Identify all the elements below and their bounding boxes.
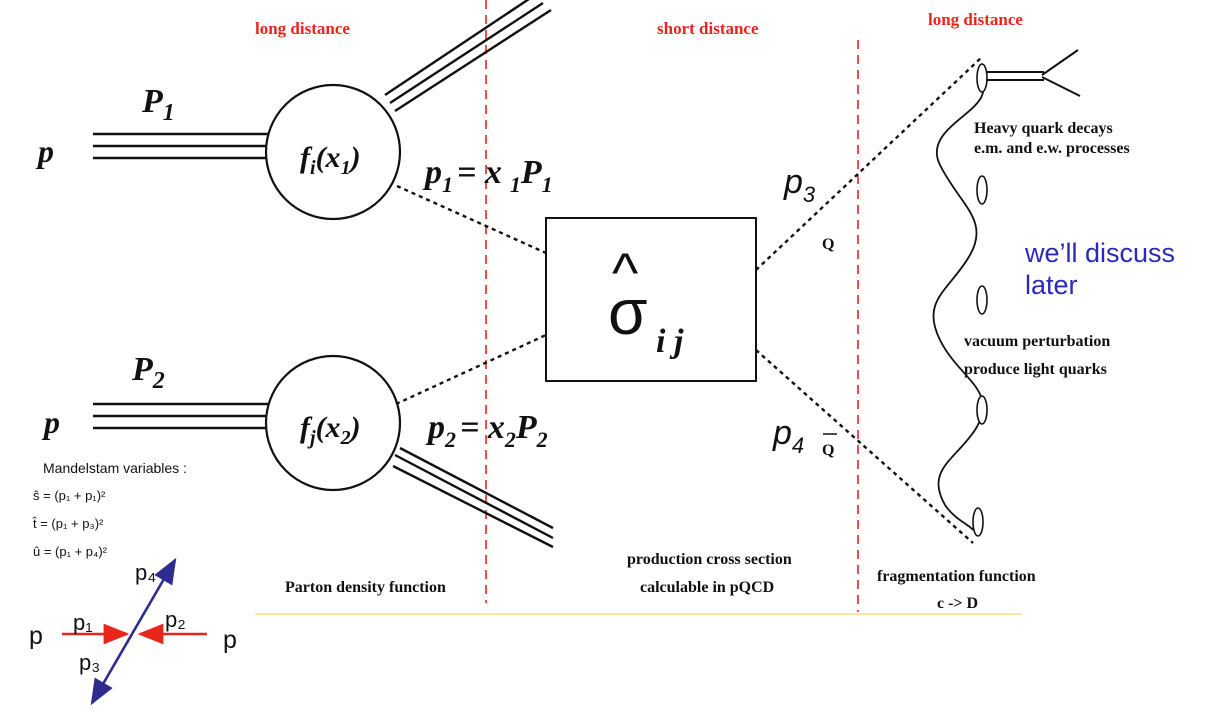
mandelstam-title: Mandelstam variables : — [43, 460, 187, 476]
caption-production-1: production cross section — [627, 551, 792, 568]
pdf-label-top: fi(x1) — [300, 141, 361, 179]
caption-parton-density: Parton density function — [285, 579, 446, 596]
caption-fragmentation-1: fragmentation function — [877, 568, 1036, 585]
quark-label-Q: Q — [822, 236, 834, 253]
kinematic-label-p4: p₄ — [135, 560, 156, 585]
discuss-later-note-1: we’ll discuss — [1024, 238, 1175, 268]
kinematic-p-right: p — [223, 626, 237, 654]
heavy-decay-text-1: Heavy quark decays — [974, 120, 1113, 137]
vacuum-text-1: vacuum perturbation — [964, 333, 1110, 350]
proton-label-top: p — [35, 133, 54, 169]
discuss-later-note-2: later — [1025, 270, 1078, 300]
momentum-label-p3: p3 — [783, 163, 816, 207]
parton-line-1 — [396, 184, 547, 255]
pdf-blob-top — [264, 83, 402, 221]
cross-section-symbol: σ — [608, 276, 648, 348]
kinematic-label-p1: p₁ — [73, 610, 93, 635]
outgoing-quark-line — [755, 56, 983, 271]
cross-section-hat: ^ — [612, 241, 638, 304]
outgoing-antiquark-line — [755, 349, 974, 544]
momentum-label-P2: P2 — [131, 351, 165, 394]
decay-fork — [986, 49, 1081, 97]
caption-production-2: calculable in pQCD — [640, 579, 774, 596]
region-label-right: long distance — [928, 10, 1023, 29]
kinematic-arrow-p3 — [90, 633, 134, 706]
hard-process-box — [545, 217, 757, 382]
mandelstam-s: ŝ = (p₁ + p₁)² — [33, 488, 106, 503]
parton-line-2 — [395, 333, 547, 406]
caption-fragmentation-2: c -> D — [937, 595, 978, 612]
kinematic-label-p2: p₂ — [165, 607, 186, 632]
region-label-left: long distance — [255, 19, 350, 38]
pdf-label-bottom: fj(x2) — [300, 411, 361, 449]
kinematic-label-p3: p₃ — [79, 650, 100, 675]
antiquark-label-Qbar: Q — [822, 442, 834, 459]
pdf-blob-bottom — [264, 354, 402, 492]
mandelstam-t: t̂ = (p₁ + p₃)² — [32, 516, 104, 531]
remnant-bottom — [392, 446, 554, 549]
momentum-label-p4: p4 — [772, 414, 804, 458]
kinematic-arrow-p4 — [130, 557, 177, 635]
string-knots — [972, 63, 988, 537]
heavy-decay-text-2: e.m. and e.w. processes — [974, 140, 1130, 157]
kinematic-p-left: p — [29, 622, 43, 650]
vacuum-text-2: produce light quarks — [964, 361, 1107, 378]
region-label-middle: short distance — [657, 19, 759, 38]
proton-line-top — [93, 132, 268, 160]
equation-p2: p2= x2P2 — [425, 409, 548, 452]
momentum-label-P1: P1 — [141, 83, 175, 126]
remnant-top — [384, 0, 552, 113]
proton-line-bottom — [93, 402, 268, 430]
cross-section-sub: i j — [656, 323, 684, 360]
mandelstam-u: û = (p₁ + p₄)² — [33, 544, 108, 559]
proton-label-bottom: p — [41, 404, 60, 440]
fragmentation-string — [932, 79, 984, 531]
